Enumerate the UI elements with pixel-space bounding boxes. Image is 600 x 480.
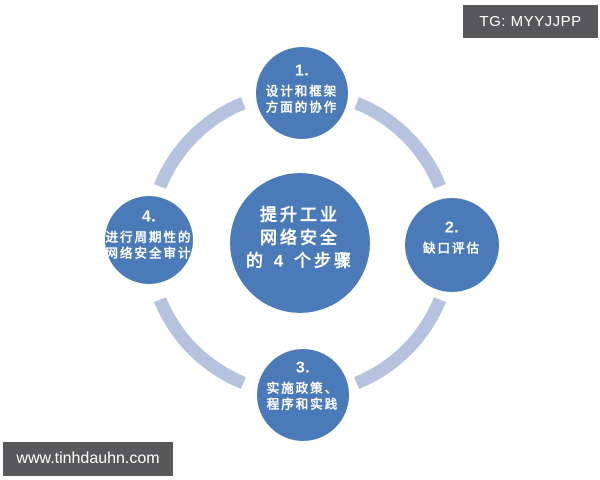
step-circle-4 (105, 196, 193, 284)
tg-watermark-text: TG: MYYJJPP (479, 13, 582, 30)
site-watermark-text: www.tinhdauhn.com (16, 450, 160, 467)
ring-arc-bottom-left (153, 297, 246, 390)
step-circle-3 (257, 349, 349, 441)
ring-arc-top-right (354, 96, 447, 189)
step-circle-1 (256, 47, 348, 139)
ring-arc-bottom-right (354, 297, 447, 390)
ring-arc-top-left (153, 96, 246, 189)
center-circle (230, 173, 370, 313)
step-circle-2 (405, 198, 499, 292)
site-watermark-badge: www.tinhdauhn.com (3, 442, 173, 476)
tg-watermark-badge: TG: MYYJJPP (463, 5, 598, 38)
